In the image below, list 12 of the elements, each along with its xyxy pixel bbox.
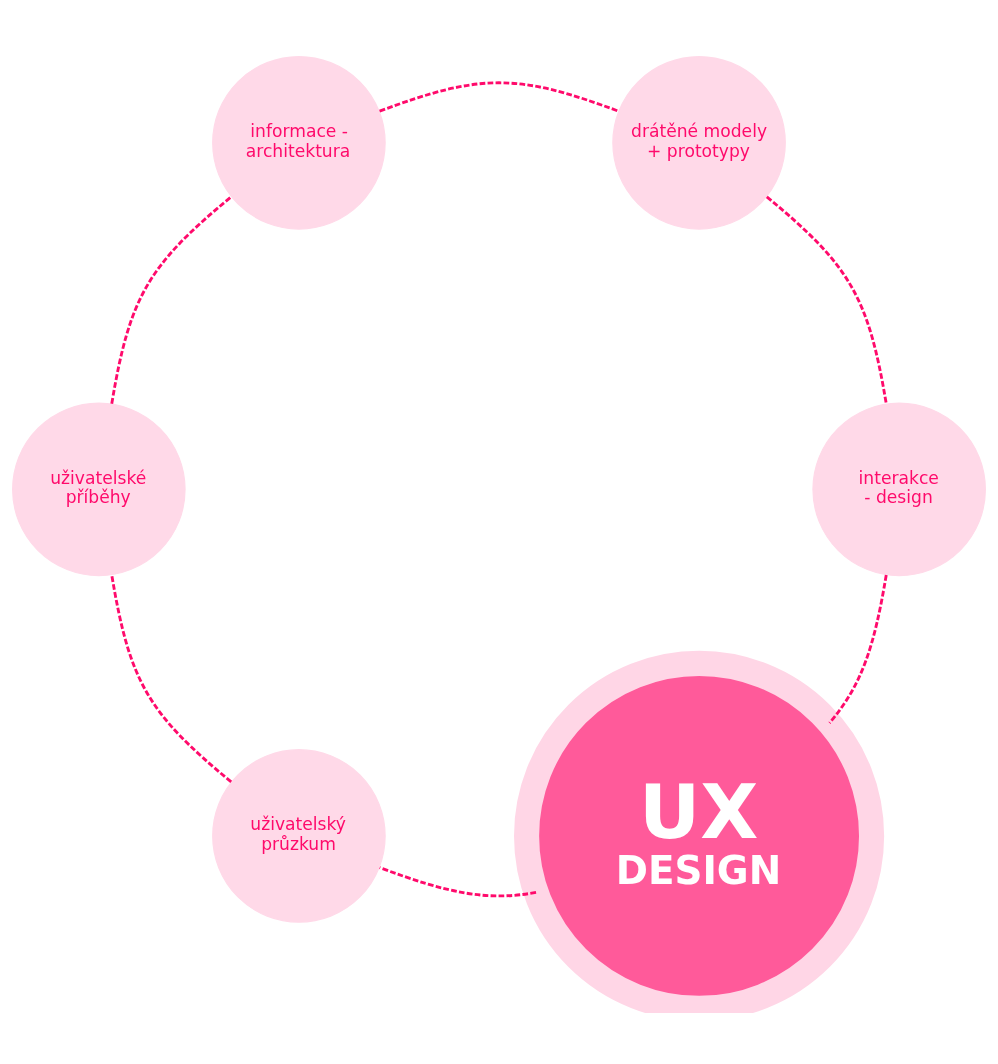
connector	[379, 865, 537, 897]
node-circle: uživatelské příběhy	[12, 402, 186, 576]
connector	[110, 574, 233, 783]
connector	[828, 574, 888, 724]
connector	[110, 195, 233, 404]
connector	[379, 80, 620, 113]
node-circle: UX DESIGN	[514, 650, 885, 1013]
node-circle: informace - architektura	[212, 55, 386, 230]
connector	[765, 195, 888, 404]
node-circle: drátěné modely + prototypy	[612, 55, 786, 230]
node-circle: interakce - design	[812, 402, 986, 576]
node-circle: uživatelský průzkum	[212, 748, 386, 923]
